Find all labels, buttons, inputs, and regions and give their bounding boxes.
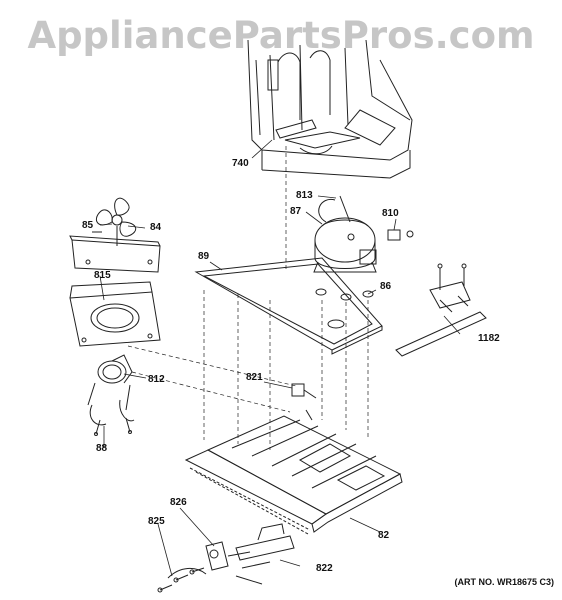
compressor	[313, 195, 377, 273]
fan-motor-bracket	[69, 281, 161, 347]
callout-87: 87	[290, 206, 302, 217]
condenser	[395, 263, 487, 357]
callout-810: 810	[382, 208, 399, 219]
leader-lines	[99, 139, 461, 577]
explode-lines	[127, 146, 369, 450]
fan-motor	[87, 354, 133, 411]
control-bracket	[167, 541, 251, 579]
wire-harness	[235, 523, 295, 585]
fan-shroud	[69, 235, 161, 273]
callout-1182: 1182	[478, 333, 500, 344]
drain-pan	[194, 257, 383, 355]
compressor-grommets	[315, 288, 374, 301]
callout-825: 825	[148, 516, 165, 527]
screws	[92, 231, 205, 593]
callout-89: 89	[198, 251, 210, 262]
callout-822: 822	[316, 563, 333, 574]
callout-815: 815	[94, 270, 111, 281]
callout-821: 821	[246, 372, 263, 383]
watermark-logo: AppliancePartsPros.com	[27, 14, 535, 57]
callout-813: 813	[296, 190, 313, 201]
evaporator-assembly	[247, 39, 413, 179]
callout-84: 84	[150, 222, 162, 233]
callout-740: 740	[232, 158, 249, 169]
callout-85: 85	[82, 220, 94, 231]
callout-88: 88	[96, 443, 108, 454]
callout-826: 826	[170, 497, 187, 508]
relay-overload	[387, 229, 414, 241]
machine-base	[184, 415, 403, 535]
art-number: (ART NO. WR18675 C3)	[454, 577, 554, 587]
electrical-box	[291, 383, 317, 421]
callout-86: 86	[380, 281, 392, 292]
callout-812: 812	[148, 374, 165, 385]
motor-clamp	[89, 399, 135, 436]
callout-82: 82	[378, 530, 390, 541]
